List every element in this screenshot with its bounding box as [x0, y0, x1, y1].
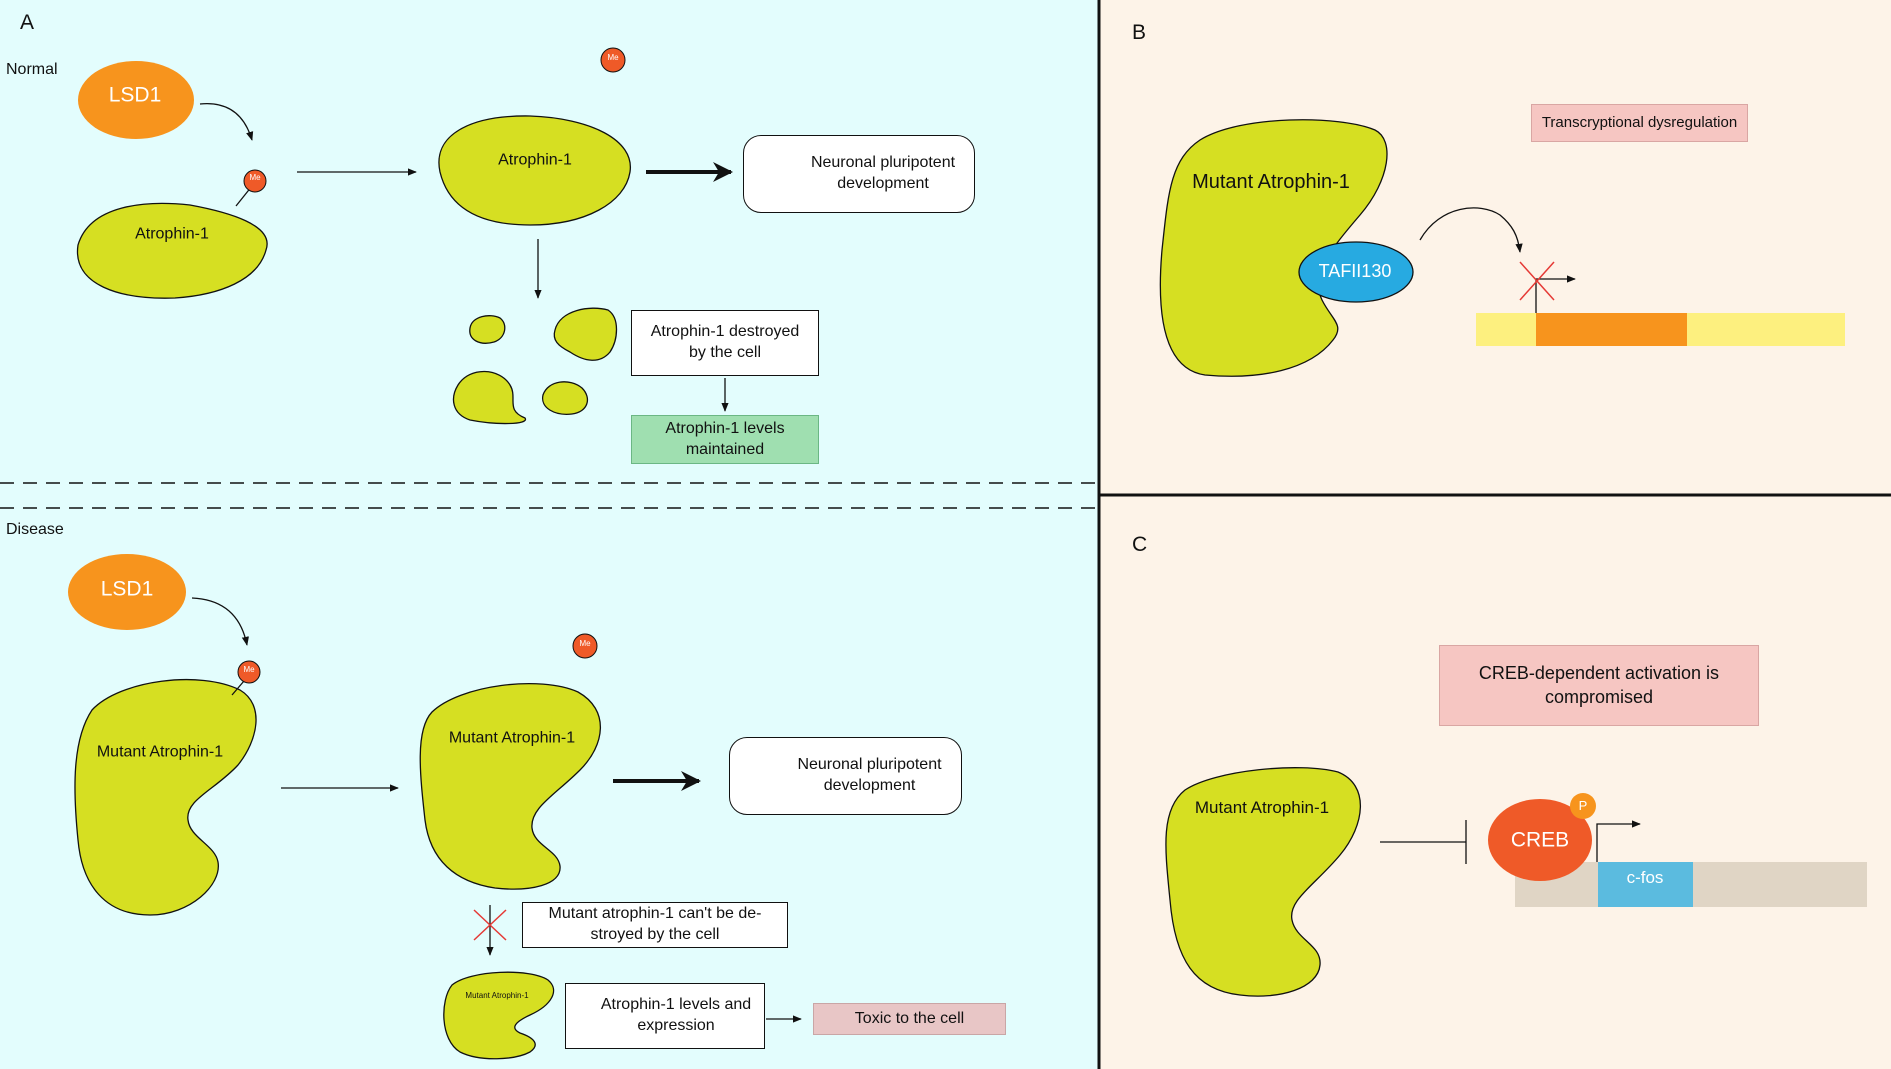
mutant-b-shape [1159, 119, 1388, 377]
mutant-disease-left-label: Mutant Atrophin-1 [96, 743, 224, 761]
gene-c-cfos [1598, 862, 1693, 907]
lsd1-disease-label: LSD1 [100, 577, 154, 601]
phospho-shape [1570, 793, 1596, 819]
not-destroyed-box: Mutant atrophin-1 can't be de- stroyed b… [522, 902, 788, 948]
mutant-disease-right-label: Mutant Atrophin-1 [448, 729, 576, 747]
atrophin-normal-right-label: Atrophin-1 [498, 151, 572, 169]
mutant-c-shape [1165, 767, 1361, 997]
fragment-1 [469, 315, 506, 344]
panel-c-letter: C [1132, 533, 1148, 556]
atrophin-normal-right-shape [438, 115, 631, 226]
mutant-b-label: Mutant Atrophin-1 [1192, 171, 1350, 193]
methyl-free-disease [572, 633, 598, 659]
creb-label: CREB [1510, 828, 1570, 852]
fragment-2 [553, 307, 618, 361]
lsd1-disease-shape [68, 554, 186, 630]
tafii130-shape [1298, 241, 1414, 303]
mutant-small-label: Mutant Atrophin-1 [465, 991, 529, 1001]
methyl-normal-free-label: Me [607, 53, 619, 63]
dysregulation-box: Transcryptional dysregulation [1531, 104, 1748, 142]
mutant-disease-right-shape [419, 683, 601, 890]
methyl-normal-attached-label: Me [249, 173, 261, 183]
lsd1-normal-shape [78, 61, 194, 139]
normal-outcome-box: Neuronal pluripotent development [743, 135, 975, 213]
toxic-box: Toxic to the cell [813, 1003, 1006, 1035]
disease-label: Disease [6, 521, 64, 538]
mutant-small-shape [443, 971, 555, 1060]
panel-b-letter: B [1132, 21, 1147, 44]
levels-box: Atrophin-1 levels and expression [565, 983, 765, 1049]
methyl-free-normal [600, 47, 626, 73]
curved-arrow-b [1419, 207, 1523, 253]
tss-arrow-c [1596, 820, 1641, 862]
methyl-link-disease [231, 680, 245, 696]
lsd1-normal-arrow [199, 103, 254, 141]
atrophin-normal-left-shape [76, 202, 268, 299]
methyl-attached-disease [237, 660, 261, 684]
fragment-3 [452, 370, 526, 425]
maintained-box: Atrophin-1 levels maintained [631, 415, 819, 464]
panel-a-letter: A [20, 11, 35, 34]
gene-b-orange [1536, 313, 1687, 346]
compromised-box: CREB-dependent activation is compromised [1439, 645, 1759, 726]
normal-label: Normal [6, 61, 58, 78]
cross-disease-line-2 [473, 909, 507, 941]
mutant-disease-left-shape [74, 679, 257, 916]
methyl-disease-free-label: Me [579, 639, 591, 649]
mutant-c-label: Mutant Atrophin-1 [1194, 797, 1330, 817]
disease-outcome-box: Neuronal pluripotent development [729, 737, 962, 815]
fragment-4 [542, 381, 589, 415]
creb-shape [1488, 799, 1592, 881]
lsd1-disease-arrow [191, 597, 249, 646]
methyl-attached-normal [243, 169, 267, 193]
lsd1-normal-label: LSD1 [108, 83, 162, 107]
atrophin-normal-left-label: Atrophin-1 [135, 225, 209, 243]
phospho-label: P [1578, 798, 1588, 814]
cfos-label: c-fos [1626, 867, 1664, 887]
cross-b-line-2 [1519, 261, 1555, 301]
tafii130-label: TAFII130 [1318, 261, 1392, 282]
methyl-disease-attached-label: Me [243, 665, 255, 675]
destroyed-box: Atrophin-1 destroyed by the cell [631, 310, 819, 376]
